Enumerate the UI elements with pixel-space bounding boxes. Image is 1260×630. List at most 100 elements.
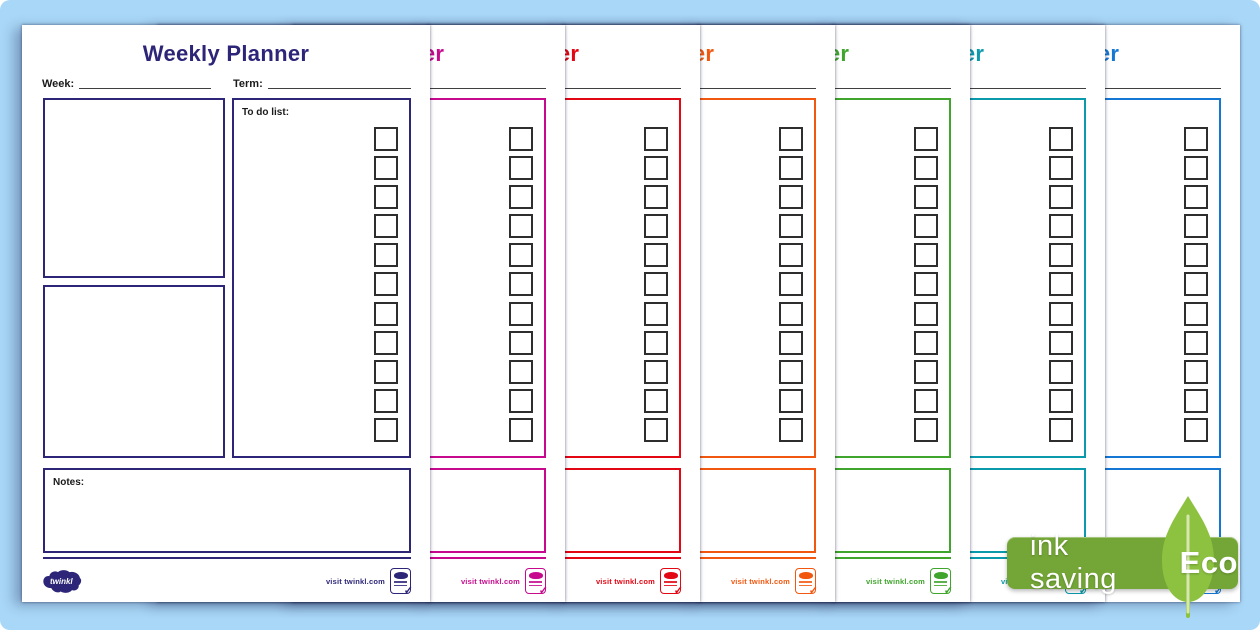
badge-tick-icon: ✓	[403, 585, 413, 597]
todo-checkbox	[374, 417, 398, 442]
footer-divider	[43, 557, 411, 559]
todo-checkbox	[374, 388, 398, 413]
left-column	[43, 98, 225, 458]
todo-checkbox	[1049, 301, 1073, 326]
todo-checkbox	[509, 330, 533, 355]
todo-checkbox	[374, 185, 398, 210]
todo-checkbox	[1049, 359, 1073, 384]
todo-checkbox	[779, 330, 803, 355]
todo-checkbox	[644, 330, 668, 355]
todo-label: To do list:	[242, 107, 290, 118]
badge-text-line	[664, 581, 677, 583]
todo-checkbox	[374, 330, 398, 355]
todo-checkbox	[1184, 272, 1208, 297]
todo-checkbox	[1184, 127, 1208, 151]
todo-checkbox	[914, 156, 938, 181]
twinkl-logo-icon: twinkl	[43, 569, 82, 593]
footer-right: visit twinkl.com ✓	[595, 568, 683, 597]
todo-checkbox	[644, 388, 668, 413]
checkbox-column	[1049, 127, 1073, 442]
todo-checkbox	[1184, 388, 1208, 413]
todo-checkbox	[914, 127, 938, 151]
checkbox-column	[374, 127, 398, 442]
todo-checkbox	[1049, 214, 1073, 239]
notes-label: Notes:	[53, 477, 85, 488]
notes-box: Notes:	[43, 468, 411, 553]
planner-grid: To do list:	[43, 98, 411, 458]
badge-cloud-icon	[663, 572, 678, 579]
todo-checkbox	[1049, 127, 1073, 151]
badge-tick-icon: ✓	[1213, 585, 1223, 597]
todo-checkbox	[644, 272, 668, 297]
todo-checkbox	[1049, 330, 1073, 355]
term-underline	[672, 78, 816, 89]
visit-twinkl-link[interactable]: visit twinkl.com	[730, 576, 790, 586]
todo-checkbox	[779, 243, 803, 268]
quality-badge-icon: ✓	[390, 568, 413, 597]
eco-label: Eco	[1179, 545, 1238, 580]
todo-checkbox	[644, 243, 668, 268]
todo-checkbox	[509, 156, 533, 181]
todo-checkbox	[644, 359, 668, 384]
quality-badge-icon: ✓	[525, 568, 548, 597]
badge-tick-icon: ✓	[538, 585, 548, 597]
badge-text-line	[394, 584, 407, 586]
week-label: Week:	[42, 78, 75, 90]
checkbox-column	[509, 127, 533, 442]
todo-checkbox	[509, 272, 533, 297]
term-underline	[537, 78, 681, 89]
todo-checkbox	[779, 214, 803, 239]
week-underline	[79, 78, 211, 89]
ink-saving-text-row: ink saving Eco	[1007, 530, 1238, 595]
todo-checkbox	[914, 243, 938, 268]
todo-checkbox	[1184, 185, 1208, 210]
badge-tick-icon: ✓	[673, 585, 683, 597]
todo-checkbox	[509, 417, 533, 442]
todo-checkbox	[779, 272, 803, 297]
badge-text-line	[934, 584, 947, 586]
checkbox-column	[914, 127, 938, 442]
todo-checkbox	[1184, 156, 1208, 181]
visit-twinkl-link[interactable]: visit twinkl.com	[325, 576, 385, 586]
term-underline	[807, 78, 951, 89]
todo-checkbox	[644, 417, 668, 442]
todo-checkbox	[779, 301, 803, 326]
todo-checkbox	[779, 156, 803, 181]
todo-checkbox	[914, 330, 938, 355]
todo-checkbox	[644, 301, 668, 326]
badge-text-line	[934, 581, 947, 583]
checkbox-column	[1184, 127, 1208, 442]
term-underline	[267, 78, 411, 89]
badge-text-line	[799, 584, 812, 586]
todo-checkbox	[374, 359, 398, 384]
writing-box-2	[43, 285, 225, 458]
page-footer: twinkl visit twinkl.com ✓	[42, 562, 413, 600]
quality-badge-icon: ✓	[930, 568, 953, 597]
badge-text-line	[664, 584, 677, 586]
visit-twinkl-link[interactable]: visit twinkl.com	[865, 576, 925, 586]
week-term-row: Week: Term:	[42, 77, 411, 91]
todo-checkbox	[374, 243, 398, 268]
visit-twinkl-link[interactable]: visit twinkl.com	[595, 576, 655, 586]
todo-checkbox	[914, 185, 938, 210]
todo-checkbox	[1049, 185, 1073, 210]
todo-checkbox	[374, 156, 398, 181]
todo-checkbox	[509, 388, 533, 413]
page-title: Weekly Planner	[142, 41, 310, 66]
term-underline	[402, 78, 546, 89]
todo-checkbox	[914, 417, 938, 442]
badge-tick-icon: ✓	[943, 585, 953, 597]
todo-checkbox	[1049, 243, 1073, 268]
term-label: Term:	[233, 78, 263, 90]
todo-checkbox	[1184, 359, 1208, 384]
todo-checkbox	[914, 214, 938, 239]
quality-badge-icon: ✓	[795, 568, 818, 597]
term-underline	[942, 78, 1086, 89]
todo-checkbox	[644, 214, 668, 239]
todo-checkbox	[1049, 156, 1073, 181]
footer-right: visit twinkl.com ✓	[325, 568, 413, 597]
visit-twinkl-link[interactable]: visit twinkl.com	[460, 576, 520, 586]
todo-checkbox	[374, 272, 398, 297]
badge-cloud-icon	[933, 572, 948, 579]
